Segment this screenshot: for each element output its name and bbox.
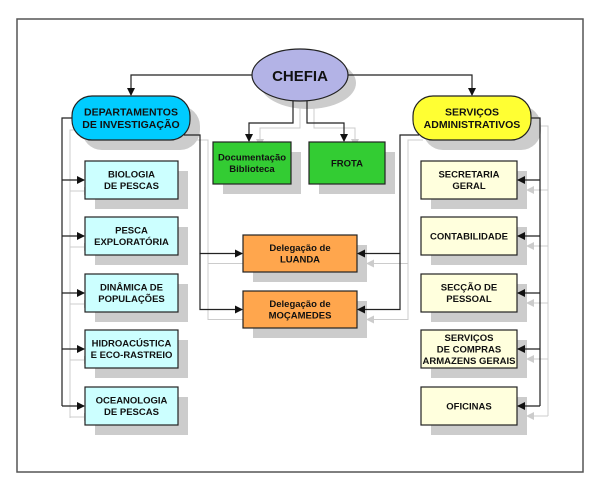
node-direct-unit-2[interactable]: FROTA bbox=[308, 141, 386, 185]
node-direct-unit-1-box bbox=[212, 141, 292, 185]
node-department-2-line-2: EXPLORATÓRIA bbox=[94, 236, 169, 248]
node-servicos-line-2: ADMINISTRATIVOS bbox=[424, 119, 521, 131]
ghost-departamentos-mocamedes bbox=[207, 263, 252, 324]
node-service-4-line-3: ARMAZENS GERAIS bbox=[423, 356, 516, 367]
chefia-label: CHEFIA bbox=[272, 68, 328, 85]
node-department-1-box bbox=[84, 160, 179, 200]
node-departamentos-line-2: DE INVESTIGAÇÃO bbox=[82, 118, 179, 131]
node-service-3-line-2: PESSOAL bbox=[446, 294, 492, 305]
node-service-1-line-1: SECRETARIA bbox=[438, 170, 499, 181]
node-service-4-box bbox=[420, 329, 518, 369]
node-department-3-line-1: DINÂMICA DE bbox=[100, 282, 163, 294]
node-departamentos-box bbox=[71, 95, 191, 141]
node-service-1-box bbox=[420, 160, 518, 200]
node-service-4-line-1: SERVIÇOS bbox=[445, 333, 494, 344]
node-departamentos-line-1: DEPARTAMENTOS bbox=[84, 106, 178, 118]
ghost-servicos-luanda bbox=[366, 139, 423, 268]
node-department-2-line-1: PESCA bbox=[115, 226, 148, 237]
connector-chefia-documentacao bbox=[245, 100, 294, 142]
node-department-4-line-2: E ECO-RASTREIO bbox=[91, 350, 173, 361]
ghost-chefia-frota bbox=[313, 100, 359, 147]
node-service-3-box bbox=[420, 273, 518, 313]
ghost-servicos-mocamedes bbox=[366, 263, 409, 324]
node-chefia[interactable]: CHEFIA bbox=[251, 48, 349, 102]
node-service-5-box bbox=[420, 386, 518, 426]
connectors bbox=[61, 74, 541, 410]
connector-servicos-mocamedes bbox=[357, 253, 401, 314]
node-service-2-line-1: CONTABILIDADE bbox=[430, 231, 508, 242]
node-service-5-line-1: OFICINAS bbox=[446, 401, 491, 412]
node-service-2-box bbox=[420, 216, 518, 256]
node-department-3-box bbox=[84, 273, 179, 313]
node-delegation-1-box bbox=[242, 234, 358, 273]
node-department-4-line-1: HIDROACÚSTICA bbox=[92, 338, 172, 350]
chefia-ellipse bbox=[251, 48, 349, 102]
connector-departamentos-luanda bbox=[184, 134, 243, 258]
node-delegation-2-line-2: MOÇAMEDES bbox=[269, 311, 332, 322]
node-service-4-line-2: DE COMPRAS bbox=[437, 344, 501, 355]
node-department-1-line-1: BIOLOGIA bbox=[108, 170, 155, 181]
node-delegation-1-line-1: Delegação de bbox=[269, 243, 330, 254]
node-department-5-box bbox=[84, 386, 179, 426]
node-delegation-2-box bbox=[242, 290, 358, 329]
node-department-5-line-2: DE PESCAS bbox=[104, 407, 159, 418]
node-servicos-box bbox=[412, 95, 532, 141]
connector-chefia-servicos bbox=[348, 74, 476, 96]
node-delegation-1-line-2: LUANDA bbox=[280, 255, 320, 266]
node-department-1-line-2: DE PESCAS bbox=[104, 181, 159, 192]
node-direct-unit-1-line-2: Biblioteca bbox=[229, 164, 275, 175]
node-service-2[interactable]: CONTABILIDADE bbox=[420, 216, 518, 256]
node-department-3-line-2: POPULAÇÕES bbox=[98, 294, 165, 305]
node-service-3-line-1: SECÇÃO DE bbox=[441, 283, 497, 294]
node-delegation-2-line-1: Delegação de bbox=[269, 299, 330, 310]
node-department-4-box bbox=[84, 329, 179, 369]
connector-servicos-luanda bbox=[357, 134, 419, 258]
node-service-5[interactable]: OFICINAS bbox=[420, 386, 518, 426]
node-direct-unit-1-line-1: Documentação bbox=[218, 153, 286, 164]
node-servicos-line-1: SERVIÇOS bbox=[445, 106, 499, 118]
node-direct-unit-2-line-1: FROTA bbox=[331, 158, 363, 169]
node-department-5-line-1: OCEANOLOGIA bbox=[96, 396, 168, 407]
connector-chefia-frota bbox=[306, 100, 348, 142]
node-direct-unit-2-box bbox=[308, 141, 386, 185]
connector-departamentos-mocamedes bbox=[199, 253, 243, 314]
ghost-chefia-documentacao bbox=[256, 100, 301, 147]
connector-chefia-departamentos bbox=[127, 74, 252, 96]
node-service-1-line-2: GERAL bbox=[452, 181, 485, 192]
node-department-2-box bbox=[84, 216, 179, 256]
